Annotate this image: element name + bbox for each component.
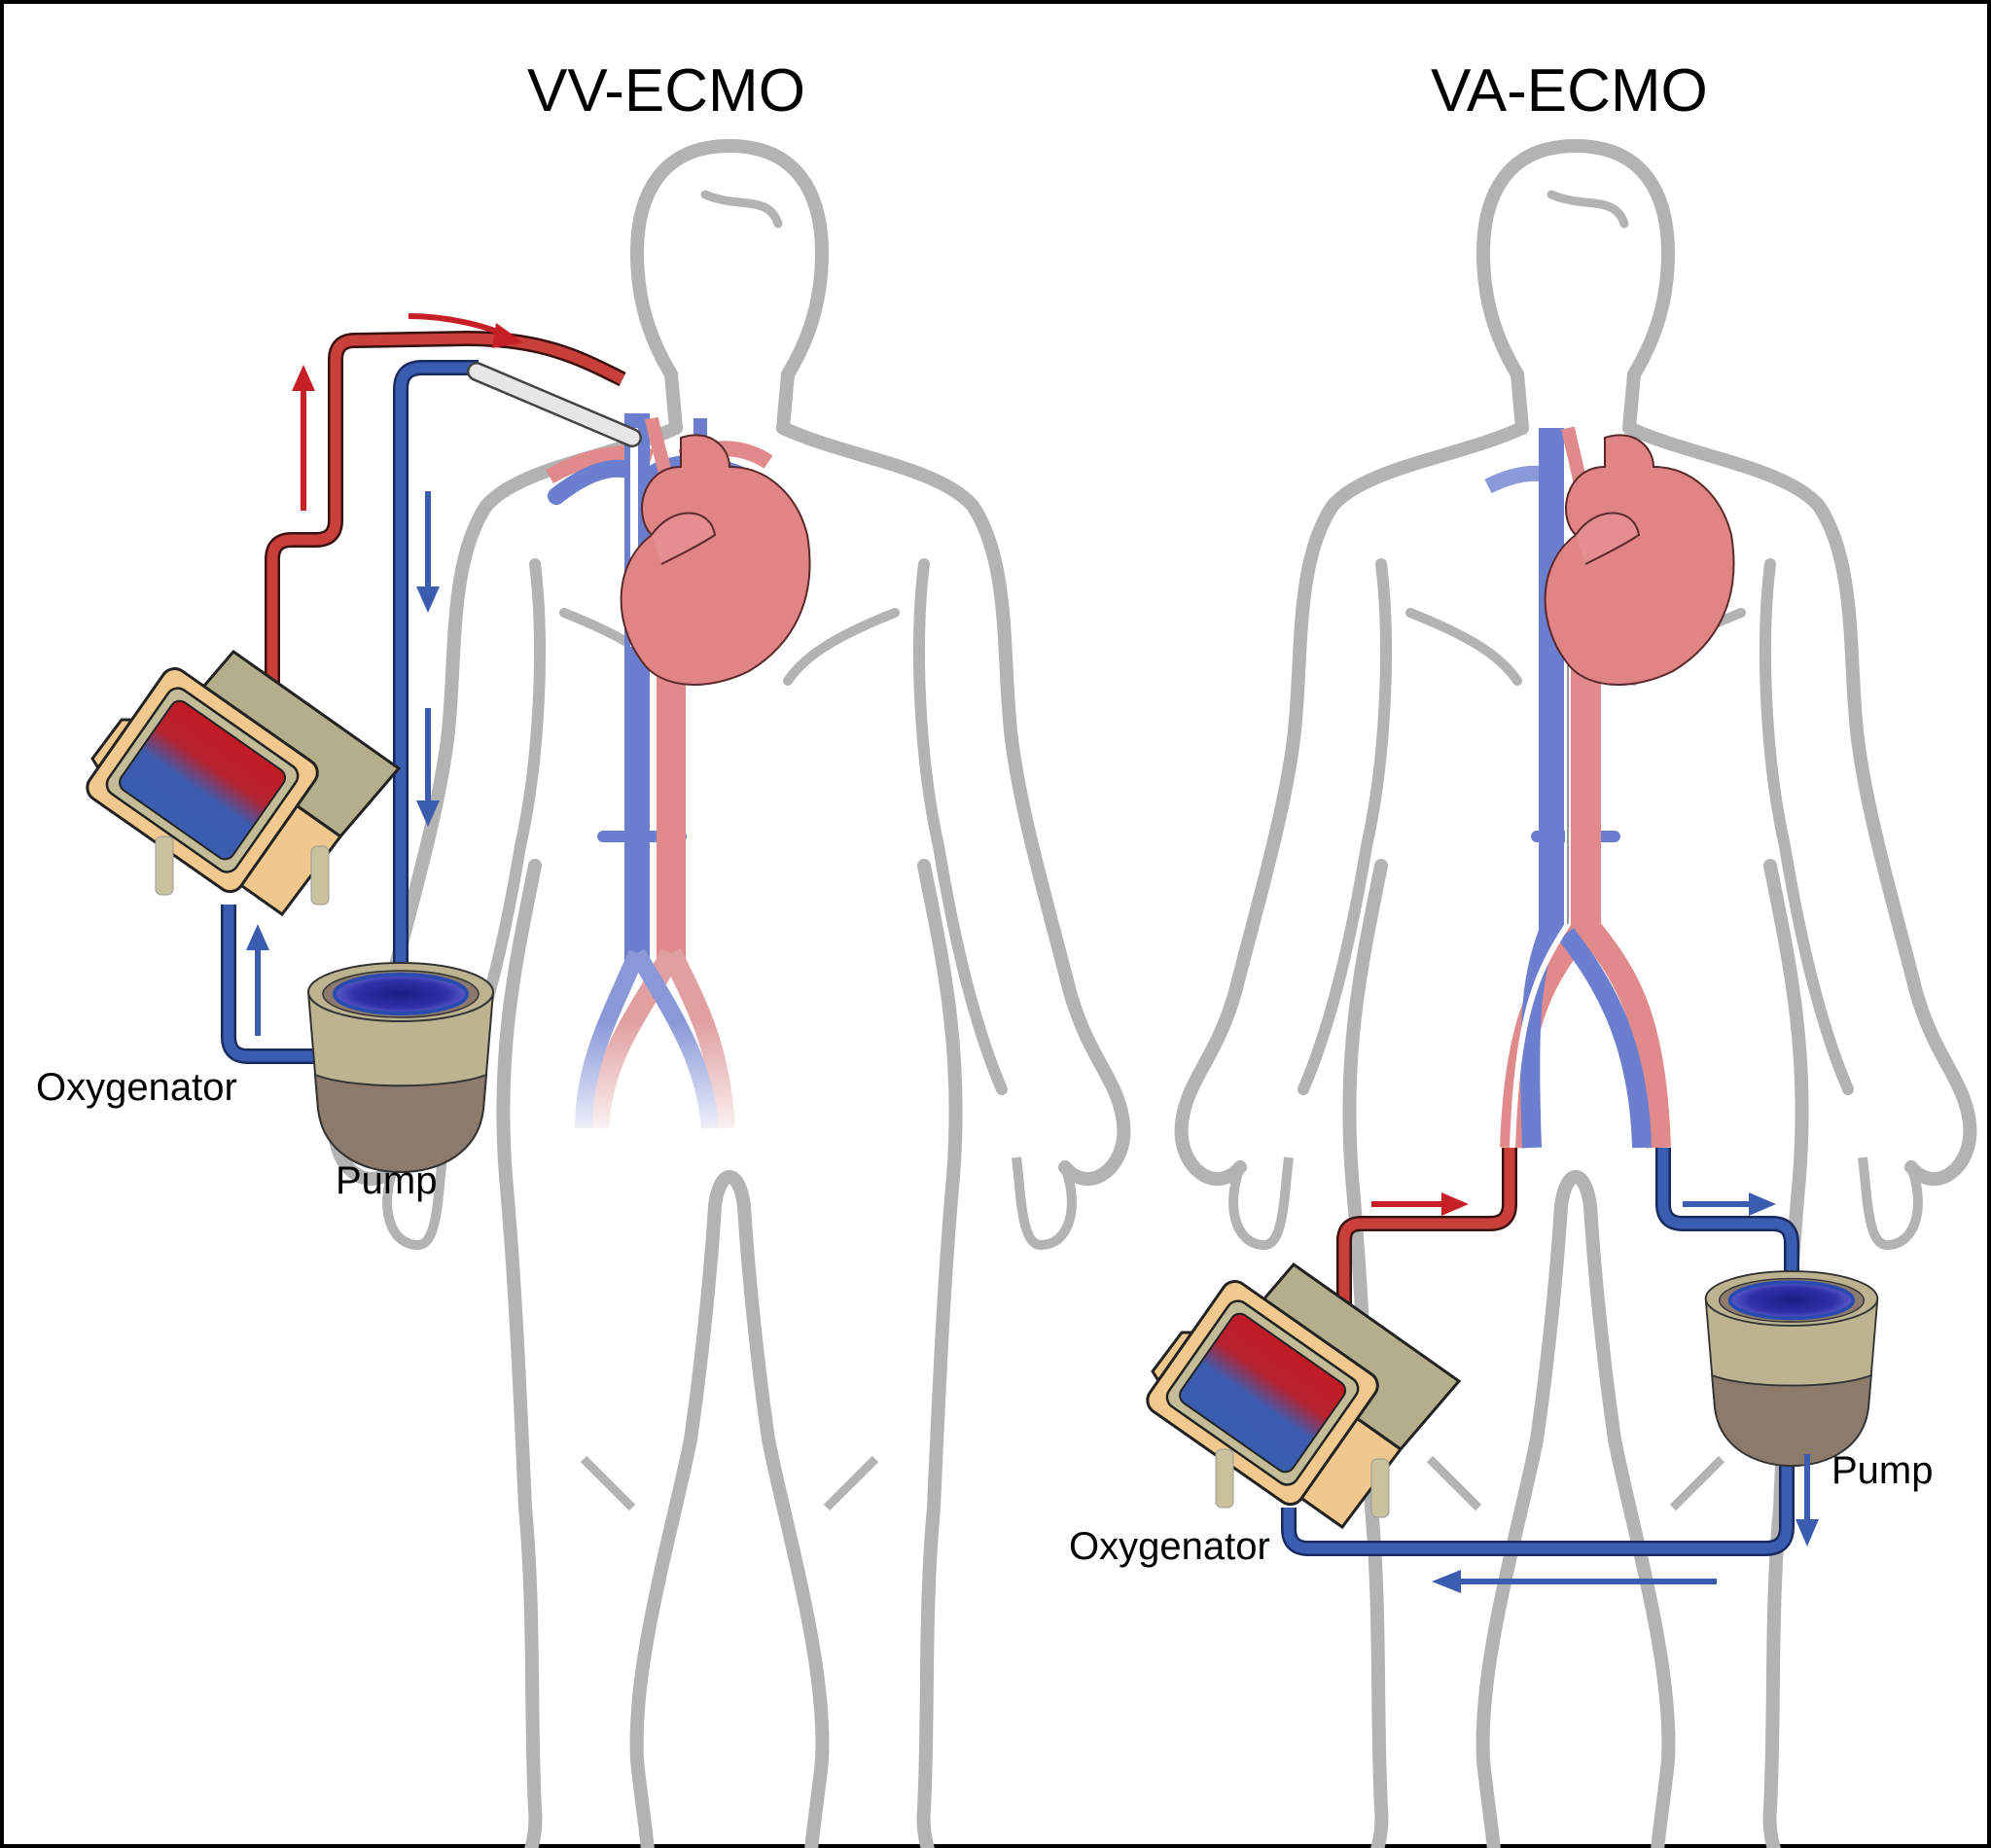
vv-cannula <box>469 364 640 445</box>
va-oxygenator <box>1140 1262 1461 1529</box>
vv-return-line <box>267 333 625 686</box>
arrow-left-icon <box>1432 1570 1461 1593</box>
arrow-right-icon <box>492 323 523 348</box>
va-oxygenator-label: Oxygenator <box>1069 1525 1270 1568</box>
vv-oxygenator-label: Oxygenator <box>36 1066 237 1109</box>
arrow-down-icon <box>416 800 440 827</box>
arrow-down-icon <box>1795 1519 1819 1546</box>
vv-pump <box>306 961 495 1174</box>
va-panel <box>1140 146 1971 1848</box>
va-circuit <box>1281 1148 1799 1556</box>
vv-drainage-line <box>395 362 479 982</box>
va-return-line <box>1338 1148 1515 1308</box>
va-body-silhouette <box>1182 146 1971 1848</box>
va-ecmo-title: VA-ECMO <box>1431 57 1708 124</box>
va-pump <box>1703 1269 1880 1468</box>
arrow-up-icon <box>246 924 269 950</box>
arrow-up-icon <box>292 365 315 391</box>
vv-vessels <box>546 413 773 1148</box>
va-drainage-line <box>1657 1148 1797 1294</box>
vv-ecmo-title: VV-ECMO <box>527 57 805 124</box>
vv-oxygenator <box>80 650 401 916</box>
va-flow-arrows <box>1371 1192 1819 1593</box>
vv-flow-arrows <box>246 313 523 1036</box>
vv-pump-label: Pump <box>336 1159 438 1202</box>
arrow-right-icon <box>1749 1192 1776 1216</box>
arrow-down-icon <box>416 586 440 613</box>
vv-circuit <box>221 331 642 1064</box>
va-pump-label: Pump <box>1831 1449 1934 1492</box>
arrow-right-icon <box>1441 1192 1469 1216</box>
vv-panel <box>80 146 1123 1848</box>
